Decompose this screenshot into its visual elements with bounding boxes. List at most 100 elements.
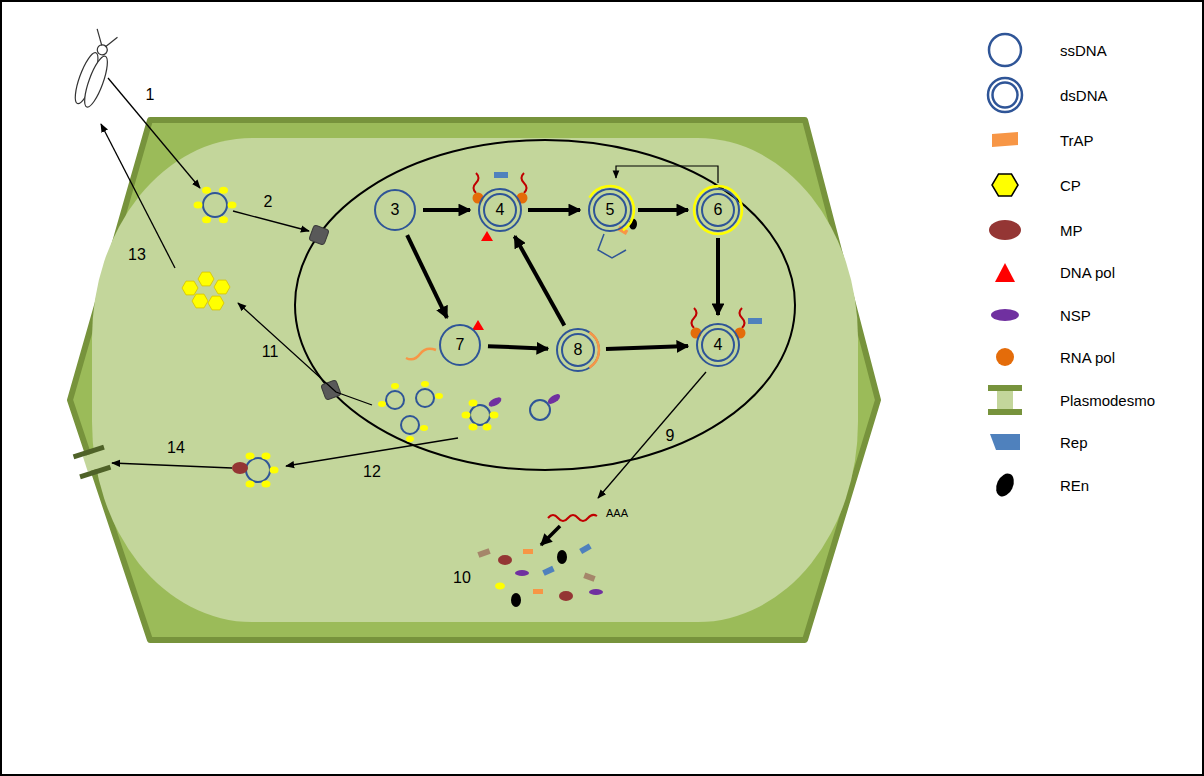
nuclear-pore xyxy=(321,380,342,401)
step-number: 8 xyxy=(574,342,583,358)
legend-row: dsDNA xyxy=(980,75,1108,115)
callout-number: 13 xyxy=(128,246,146,264)
process-arrow xyxy=(598,372,706,498)
legend-symbol-shape xyxy=(988,409,1022,415)
plant-cell xyxy=(92,138,858,622)
legend-symbol xyxy=(991,309,1019,321)
dsdna-ring xyxy=(702,194,734,226)
translated-proteins xyxy=(559,591,573,601)
virion-with-mp xyxy=(262,480,271,487)
translated-proteins xyxy=(511,593,521,607)
virion-entering xyxy=(219,187,228,194)
process-arrow xyxy=(238,303,372,405)
translated-proteins xyxy=(589,589,603,595)
callout-number: 9 xyxy=(666,427,675,445)
mrna xyxy=(548,515,597,521)
legend-symbol-shape xyxy=(988,78,1022,112)
callout-number: 2 xyxy=(264,193,273,211)
plant-cell xyxy=(70,120,878,640)
replication-form-circle: 7 xyxy=(434,319,486,371)
replication-form-circle: 4 xyxy=(474,184,526,236)
legend-label: TrAP xyxy=(1060,132,1094,149)
legend-label: DNA pol xyxy=(1060,264,1115,281)
virion-with-mp xyxy=(246,453,255,460)
rolling-circle-decor xyxy=(598,234,626,258)
nuclear-virions xyxy=(416,389,434,407)
legend-swatch xyxy=(980,380,1030,420)
virion-with-nsp xyxy=(487,395,503,408)
nuclear-virions xyxy=(378,401,386,407)
mrna xyxy=(548,515,597,521)
legend-swatch xyxy=(980,337,1030,377)
flow-arrow xyxy=(716,238,720,315)
process-arrow xyxy=(541,526,560,545)
legend-label: NSP xyxy=(1060,307,1091,324)
flow-arrow xyxy=(606,346,688,349)
coat-protein-cluster xyxy=(182,281,198,295)
flow-arrow xyxy=(407,235,447,318)
virion-entering xyxy=(203,193,227,217)
legend-label: CP xyxy=(1060,177,1081,194)
translated-proteins xyxy=(557,550,567,564)
step-number: 3 xyxy=(391,202,400,218)
legend-label: MP xyxy=(1060,222,1083,239)
legend-symbol xyxy=(992,132,1018,147)
flow-arrow xyxy=(423,208,470,212)
process-arrow xyxy=(233,211,309,231)
new-strand-ring xyxy=(694,186,742,234)
rolling-circle-decor xyxy=(598,166,718,258)
legend-symbol-shape xyxy=(993,471,1018,500)
dsdna-ring xyxy=(562,334,594,366)
legend-row: ssDNA xyxy=(980,30,1107,70)
legend-label: Rep xyxy=(1060,434,1088,451)
insect-vector xyxy=(92,29,106,46)
poly-a-tail: AAA xyxy=(606,507,628,519)
legend-row: Rep xyxy=(980,422,1088,462)
legend-symbol-shape xyxy=(990,434,1020,450)
insect-vector xyxy=(71,29,120,110)
virion-with-mp xyxy=(246,480,255,487)
virion-entering xyxy=(202,216,211,223)
virion-with-nsp xyxy=(462,412,471,419)
nuclear-pore xyxy=(309,225,342,401)
step-number: 4 xyxy=(714,337,723,353)
dsdna-ring xyxy=(589,189,631,231)
legend-swatch xyxy=(980,165,1030,205)
legend-swatch xyxy=(980,422,1030,462)
coat-protein-cluster xyxy=(198,272,214,286)
virion-with-mp xyxy=(246,458,270,482)
legend-symbol xyxy=(993,471,1018,500)
legend-row: Plasmodesmo xyxy=(980,380,1155,420)
dsdna-ring xyxy=(697,324,739,366)
coat-protein-cluster xyxy=(214,280,230,294)
virion-with-nsp xyxy=(470,405,490,425)
legend-row: MP xyxy=(980,210,1083,250)
legend-symbol xyxy=(989,34,1021,66)
translated-proteins xyxy=(495,583,505,590)
legend-swatch xyxy=(980,30,1030,70)
insect-vector xyxy=(80,54,112,110)
process-arrow xyxy=(101,78,706,545)
callout-number: 1 xyxy=(146,86,155,104)
coat-protein-cluster xyxy=(208,296,224,310)
dsdna-ring xyxy=(484,194,516,226)
legend-symbol-shape xyxy=(993,83,1018,108)
legend-row: CP xyxy=(980,165,1081,205)
connector-group xyxy=(407,210,718,349)
legend-row: DNA pol xyxy=(980,252,1115,292)
nucleus-outline xyxy=(295,140,795,470)
callout-number: 12 xyxy=(363,463,381,481)
legend-row: RNA pol xyxy=(980,337,1115,377)
nuclear-virions xyxy=(421,381,429,387)
callout-number: 14 xyxy=(167,439,185,457)
translated-proteins xyxy=(579,543,592,554)
legend-symbol xyxy=(988,385,1022,415)
legend-swatch xyxy=(980,295,1030,335)
callout-number: 10 xyxy=(453,569,471,587)
transcription-decor xyxy=(740,308,745,328)
legend-symbol xyxy=(988,78,1022,112)
plasmodesma xyxy=(73,445,111,480)
ssdna-with-nsp xyxy=(530,392,562,420)
